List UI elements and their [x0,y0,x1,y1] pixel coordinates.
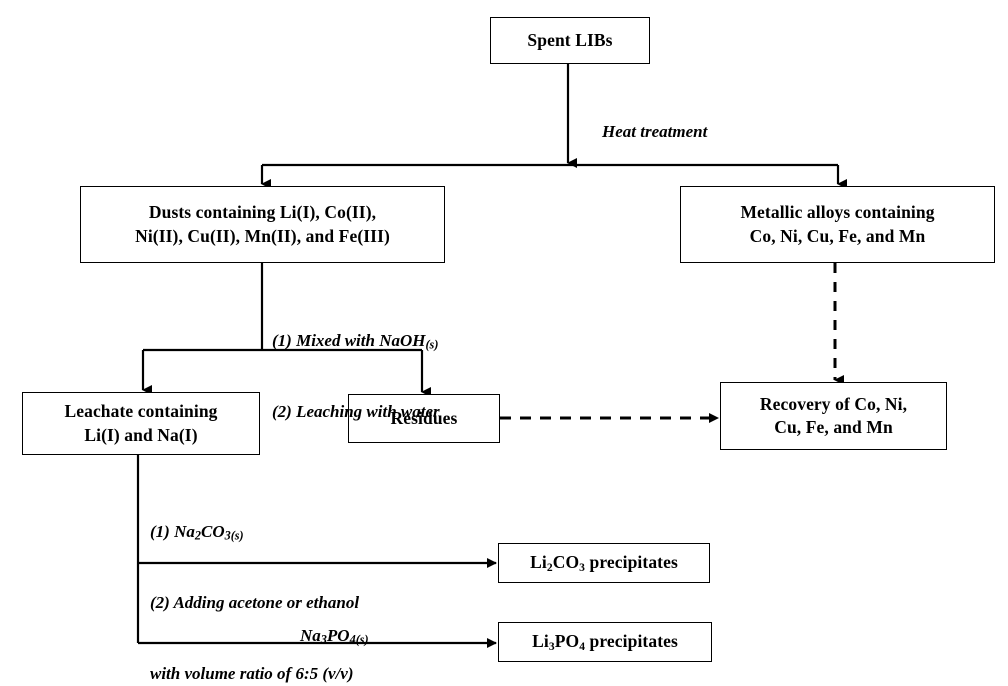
li3po4-sub1: 3 [548,641,555,654]
na3po4-a: Na [300,625,321,645]
node-dusts-text: Dusts containing Li(I), Co(II), Ni(II), … [81,201,444,247]
li3po4-prefix: Li [532,631,549,652]
node-dusts-line2: Ni(II), Cu(II), Mn(II), and Fe(III) [135,225,390,246]
li3po4-suffix: precipitates [585,631,678,652]
node-recovery-line2: Cu, Fe, and Mn [774,417,893,437]
node-spent-libs[interactable]: Spent LIBs [490,17,650,64]
li2co3-sub1: 2 [546,562,553,575]
na2co3-line1: (1) Na2CO3(s) [150,520,359,544]
li2co3-suffix: precipitates [585,552,678,573]
li2co3-prefix: Li [530,552,547,573]
edge-label-heat-treatment: Heat treatment [585,96,707,167]
node-dusts-line1: Dusts containing Li(I), Co(II), [148,202,377,223]
naoh-line1-text: (1) Mixed with NaOH [272,330,426,350]
naoh-line1-subscript: (s) [425,337,439,352]
na2co3-line1-a: (1) Na [150,521,195,541]
li3po4-mid: PO [554,631,580,652]
na2co3-line3: with volume ratio of 6:5 (v/v) [150,664,354,684]
node-leachate[interactable]: Leachate containing Li(I) and Na(I) [22,392,260,455]
node-li2co3-precipitates[interactable]: Li2CO3 precipitates [498,543,710,583]
node-leachate-line1: Leachate containing [64,401,218,422]
node-li2co3-label: Li2CO3 precipitates [499,551,709,574]
node-leachate-line2: Li(I) and Na(I) [84,424,198,445]
connector-split-bar [260,163,847,189]
node-residues[interactable]: Residues [348,394,500,443]
na3po4-sub2: 4(s) [349,632,369,647]
node-residues-label: Residues [390,407,458,428]
li3po4-sub2: 4 [579,641,586,654]
node-recovery-line1: Recovery of Co, Ni, [759,393,908,414]
node-metallic-alloys-text: Metallic alloys containing Co, Ni, Cu, F… [681,201,994,247]
edge-label-naoh-leaching: (1) Mixed with NaOH(s) (2) Leaching with… [272,281,440,471]
node-leachate-text: Leachate containing Li(I) and Na(I) [23,400,259,446]
node-metallic-alloys-line1: Metallic alloys containing [740,202,935,223]
node-li3po4-precipitates[interactable]: Li3PO4 precipitates [498,622,712,662]
node-dusts[interactable]: Dusts containing Li(I), Co(II), Ni(II), … [80,186,445,263]
node-li3po4-label: Li3PO4 precipitates [499,630,711,653]
na2co3-sub1: 2 [194,528,201,543]
node-spent-libs-label: Spent LIBs [527,29,613,50]
edge-label-na2co3-acetone: (1) Na2CO3(s) (2) Adding acetone or etha… [150,472,359,686]
node-metallic-alloys-line2: Co, Ni, Cu, Fe, and Mn [749,225,926,246]
na3po4-sub1: 3 [320,632,327,647]
node-recovery-text: Recovery of Co, Ni, Cu, Fe, and Mn [721,393,946,439]
li2co3-mid: CO [552,552,580,573]
na3po4-b: PO [326,625,350,645]
node-metallic-alloys[interactable]: Metallic alloys containing Co, Ni, Cu, F… [680,186,995,263]
na2co3-line1-b: CO [200,521,225,541]
na2co3-sub2: 3(s) [224,528,244,543]
edge-label-na3po4: Na3PO4(s) [283,600,369,671]
na2co3-line2: (2) Adding acetone or ethanol [150,592,360,612]
naoh-line1: (1) Mixed with NaOH(s) [272,329,440,353]
heat-treatment-text: Heat treatment [602,121,708,141]
li2co3-sub2: 3 [579,562,586,575]
naoh-line2: (2) Leaching with water [272,401,440,421]
node-recovery[interactable]: Recovery of Co, Ni, Cu, Fe, and Mn [720,382,947,450]
